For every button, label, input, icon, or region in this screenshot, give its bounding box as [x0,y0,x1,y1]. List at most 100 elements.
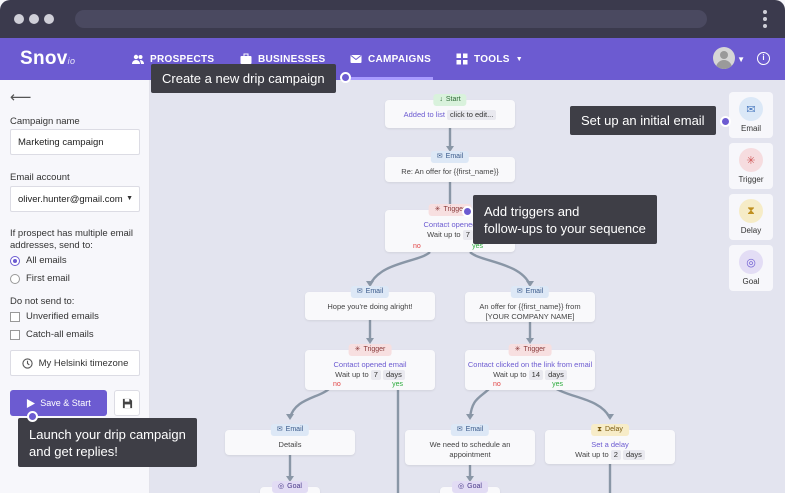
branch-no-label: no [493,381,501,388]
trigger-tag: ✳Trigger [428,204,472,216]
window-dot-icon [44,14,54,24]
email-node[interactable]: ✉Email Details [225,424,355,455]
not-send-label: Do not send to: [10,296,75,307]
delay-unit-chip[interactable]: days [623,450,645,460]
trigger-days-chip[interactable]: 7 [370,370,381,380]
flow-canvas[interactable]: ↓Start Added to list click to edit... ✉E… [150,80,785,493]
target-icon: ◎ [278,483,285,490]
email-subject: An offer for {{first_name}} from [YOUR C… [479,302,581,321]
trigger-unit-chip[interactable]: days [545,370,567,380]
hourglass-icon: ⧗ [739,199,763,223]
save-draft-button[interactable] [114,390,140,416]
palette-email[interactable]: ✉ Email [729,92,773,138]
trigger-unit-chip[interactable]: days [383,370,405,380]
delay-wait-label: Wait up to [575,450,609,459]
play-icon [27,398,36,408]
delay-days-chip[interactable]: 2 [610,450,621,460]
palette-delay[interactable]: ⧗ Delay [729,194,773,240]
browser-menu-icon[interactable] [763,10,767,31]
checkbox-catchall[interactable]: Catch-all emails [10,329,94,340]
envelope-icon: ✉ [516,288,523,295]
top-nav: Snovio PROSPECTS BUSINESSES CAMPAIGNS TO… [0,38,785,80]
browser-chrome [0,0,785,38]
checkbox-icon [10,311,20,322]
target-icon: ◎ [458,483,465,490]
address-bar[interactable] [75,10,707,28]
start-text: Added to list [403,110,445,119]
save-start-label: Save & Start [40,398,91,408]
checkbox-unverified[interactable]: Unverified emails [10,311,99,322]
envelope-icon [350,55,362,63]
info-icon[interactable]: i [757,52,770,65]
palette-goal[interactable]: ◎ Goal [729,245,773,291]
email-tag: ✉Email [430,151,470,163]
email-account-label: Email account [10,172,70,183]
checkbox-icon [10,329,20,340]
clock-icon [21,357,33,369]
trigger-days-chip[interactable]: 14 [528,370,543,380]
timezone-button[interactable]: My Helsinki timezone [10,350,140,376]
palette-trigger[interactable]: ✳ Trigger [729,143,773,189]
edit-list-chip[interactable]: click to edit... [447,110,497,120]
avatar[interactable] [713,47,735,69]
email-account-select[interactable]: oliver.hunter@gmail.com ▼ [10,186,140,212]
trigger-wait-label: Wait up to [493,370,527,379]
email-node[interactable]: ✉Email Hope you're doing alright! [305,286,435,320]
tooltip-launch: Launch your drip campaign and get replie… [18,418,197,467]
delay-tag: ⧗Delay [591,424,629,436]
hotspot-dot-icon[interactable] [27,411,38,422]
chevron-down-icon: ▼ [515,55,523,63]
floppy-disk-icon [122,398,132,408]
trigger-days-chip[interactable]: 7 [462,230,473,240]
tooltip-initial-email: Set up an initial email [570,106,716,135]
target-icon: ◎ [739,250,763,274]
goal-tag: ◎Goal [272,481,308,493]
start-node[interactable]: ↓Start Added to list click to edit... [385,94,515,128]
briefcase-icon [240,53,252,64]
goal-node[interactable]: ◎Goal [440,481,500,493]
goal-node[interactable]: ◎Goal [260,481,320,493]
email-tag: ✉Email [450,424,490,436]
window-dot-icon [14,14,24,24]
email-node[interactable]: ✉Email Re: An offer for {{first_name}} [385,151,515,182]
asterisk-icon: ✳ [739,148,763,172]
tooltip-add-triggers: Add triggers and follow-ups to your sequ… [473,195,657,244]
chevron-down-icon[interactable]: ▼ [737,55,745,64]
email-subject: Hope you're doing alright! [327,302,413,311]
branch-yes-label: yes [552,381,563,388]
radio-all-label: All emails [26,255,67,266]
radio-all-emails[interactable]: All emails [10,255,67,266]
email-subject: We need to schedule an appointment [429,440,511,459]
hotspot-dot-icon[interactable] [340,72,351,83]
branch-yes-label: yes [392,381,403,388]
delay-title: Set a delay [591,440,629,449]
trigger-tag: ✳Trigger [508,344,552,356]
campaign-name-input[interactable]: Marketing campaign [10,129,140,155]
back-arrow-icon[interactable]: ⟵ [10,89,32,106]
trigger-tag: ✳Trigger [348,344,392,356]
asterisk-icon: ✳ [434,206,441,213]
timezone-label: My Helsinki timezone [38,357,129,369]
nav-prospects[interactable]: PROSPECTS [132,53,214,65]
tooltip-add-triggers-line1: Add triggers and [484,204,580,219]
trigger-condition: Contact opened [423,220,477,229]
radio-first-label: First email [26,273,70,284]
nav-businesses[interactable]: BUSINESSES [240,53,325,65]
nav-campaigns[interactable]: CAMPAIGNS [347,53,434,80]
hotspot-dot-icon[interactable] [720,116,731,127]
email-tag: ✉Email [350,286,390,298]
email-node[interactable]: ✉Email We need to schedule an appointmen… [405,424,535,465]
email-node[interactable]: ✉Email An offer for {{first_name}} from … [465,286,595,322]
tooltip-launch-line1: Launch your drip campaign [29,427,186,442]
nav-tools[interactable]: TOOLS ▼ [456,53,523,65]
branch-yes-label: yes [472,243,483,250]
logo[interactable]: Snovio [20,48,76,69]
save-start-button[interactable]: Save & Start [10,390,107,416]
branch-no-label: no [413,243,421,250]
trigger-node[interactable]: ✳Trigger Contact clicked on the link fro… [465,344,595,390]
branch-no-label: no [333,381,341,388]
hotspot-dot-icon[interactable] [462,206,473,217]
radio-first-email[interactable]: First email [10,273,70,284]
